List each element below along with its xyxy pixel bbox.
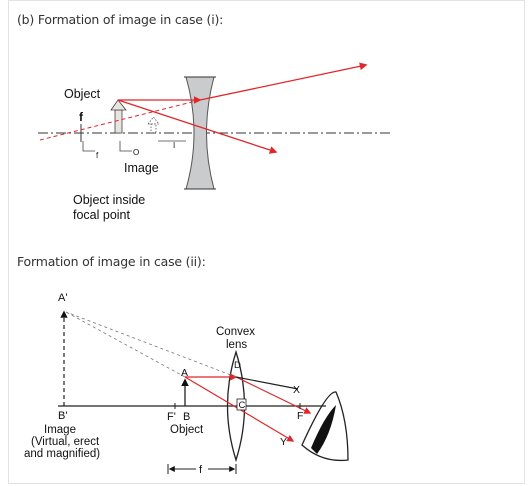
y-label: Y xyxy=(280,436,287,448)
ray-extended-back-2 xyxy=(65,311,186,378)
ray-refracted-up xyxy=(199,62,368,101)
a-label: A xyxy=(181,367,188,379)
a-prime-label: A' xyxy=(58,292,67,304)
image-line-1: Image xyxy=(44,424,76,436)
image-line-3: and magnified) xyxy=(24,448,100,460)
ray-through-centre xyxy=(117,99,278,154)
f-prime-label: F' xyxy=(167,411,176,423)
image-label: Image xyxy=(124,161,159,175)
b-prime-label: B' xyxy=(58,410,67,422)
lens-label-2: lens xyxy=(226,339,247,351)
f-label-2: F xyxy=(297,410,303,422)
ray-refracted-through-f xyxy=(235,376,312,414)
lens-label-1: Convex xyxy=(216,326,255,338)
image-arrow-head xyxy=(147,116,160,125)
section-c-heading: Formation of image in case (ii): xyxy=(17,254,206,269)
f-dimension-label: f xyxy=(199,464,203,476)
x-label: X xyxy=(293,384,300,396)
o-label: O xyxy=(133,148,139,157)
convex-lens xyxy=(226,349,246,463)
eye-pupil xyxy=(311,405,336,454)
object-label-2: Object xyxy=(170,424,204,436)
o-dimension-bracket xyxy=(119,141,132,152)
ray-extended-back-1 xyxy=(65,311,237,378)
image-line-2: (Virtual, erect xyxy=(31,436,100,448)
f-small-label: f xyxy=(96,151,99,160)
b-label: B xyxy=(183,411,190,423)
d-label: D xyxy=(234,360,241,371)
eye-outline xyxy=(301,391,349,462)
c-label: C xyxy=(239,400,246,411)
f-label: f xyxy=(79,110,84,124)
content-panel xyxy=(8,0,525,484)
caption-line-1: Object inside xyxy=(73,193,145,207)
i-label: I xyxy=(173,141,175,150)
c-label-box xyxy=(236,398,247,411)
object-label: Object xyxy=(64,87,101,101)
section-b-heading: (b) Formation of image in case (i): xyxy=(17,12,224,27)
f-dimension-bracket xyxy=(82,141,95,152)
ray-emergent-x xyxy=(235,376,299,390)
image-arrow xyxy=(150,123,157,134)
caption-line-2: focal point xyxy=(73,208,131,222)
object-arrow-head xyxy=(110,99,127,111)
